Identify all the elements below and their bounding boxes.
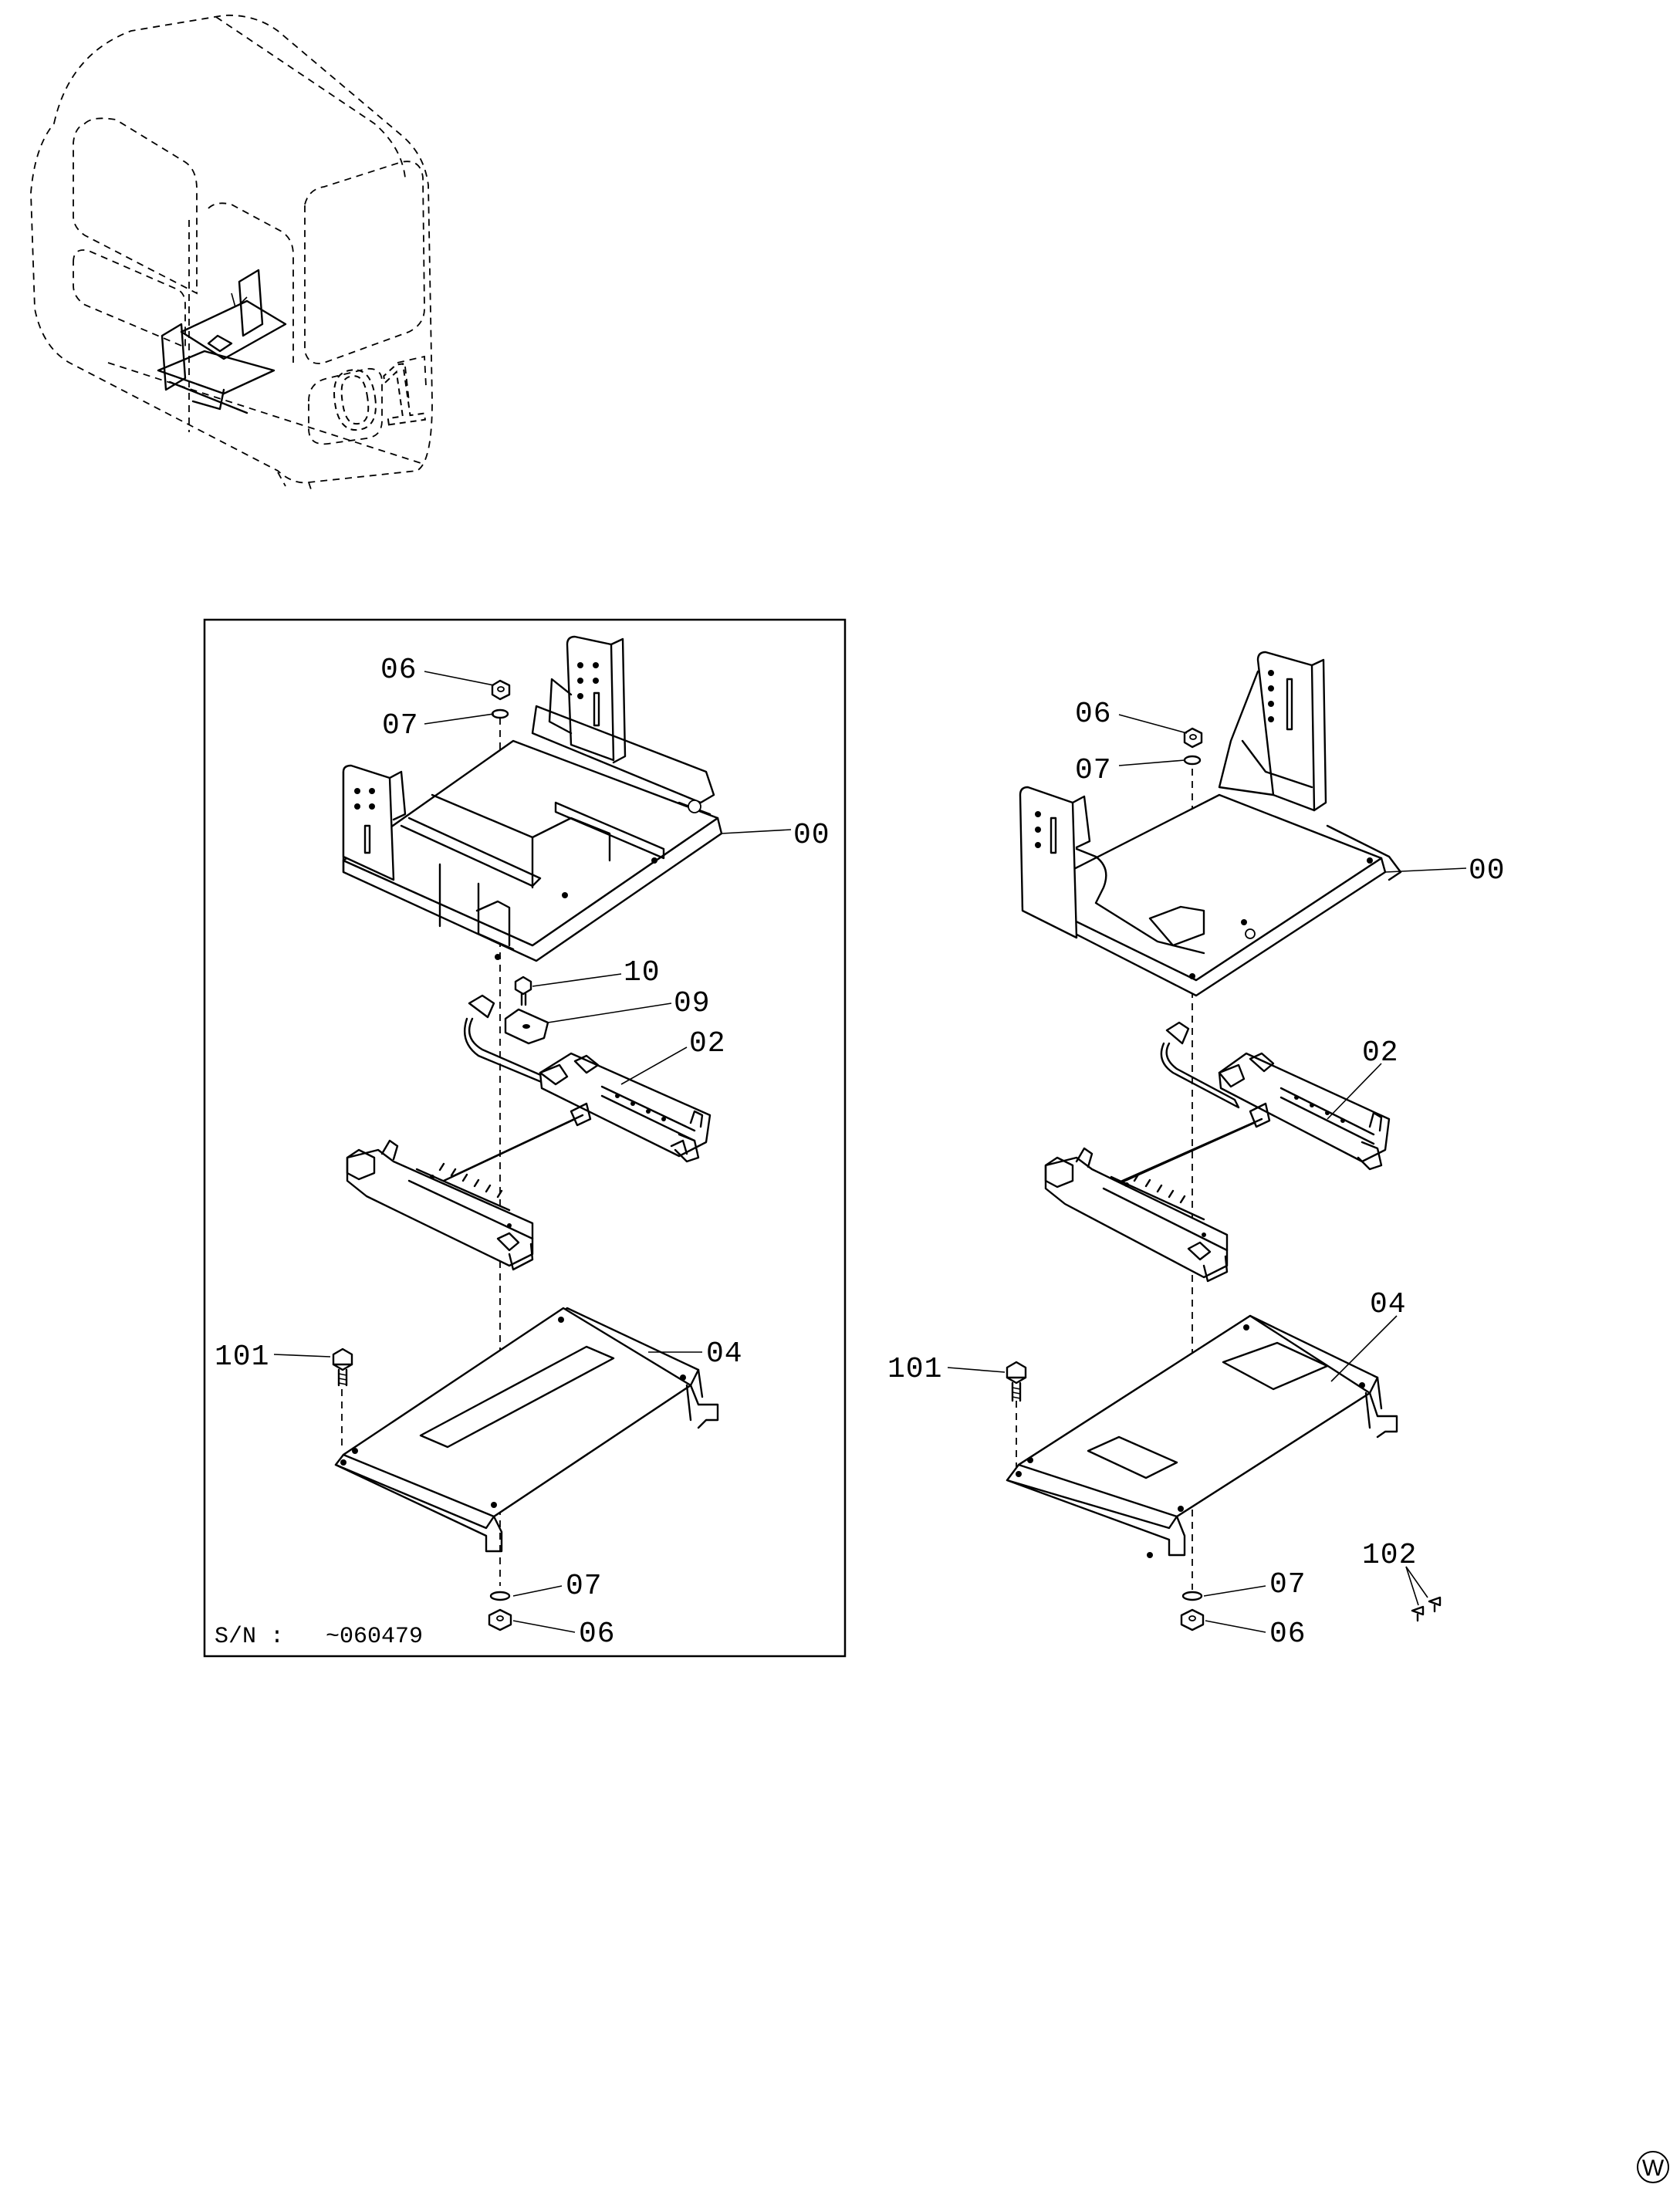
serial-range: ~060479 (326, 1624, 423, 1650)
callout-frame: 00 (1469, 854, 1506, 888)
washer-bottom-icon (489, 1591, 511, 1601)
base-plate-drawing (1006, 1314, 1398, 1558)
left-panel-frame (203, 618, 847, 1658)
callout-nut-bottom: 06 (579, 1618, 616, 1651)
callout-base-bolt: 101 (887, 1353, 942, 1386)
nut-bottom-icon (488, 1608, 512, 1631)
base-bolt-icon (1006, 1361, 1027, 1402)
seat-frame-drawing (342, 635, 723, 962)
washer-icon (1183, 755, 1202, 766)
callout-washer-bottom: 07 (566, 1570, 603, 1603)
callout-washer-top: 07 (382, 709, 419, 742)
left-panel-assembly (332, 635, 723, 1631)
left-callouts: 06 07 00 10 09 02 101 04 07 06 S/N : ~06… (215, 654, 830, 1651)
right-leader-lines (947, 714, 1467, 1633)
callout-nut-bottom: 06 (1269, 1618, 1306, 1651)
seat-frame-drawing (1019, 651, 1402, 997)
screw-icon (1411, 1596, 1442, 1622)
cab-number-label: 01 (325, 343, 431, 451)
callout-rails: 02 (1362, 1036, 1399, 1070)
bolt-icon (514, 975, 532, 1006)
callout-nut-top: 06 (380, 654, 417, 687)
callout-nut-top: 06 (1075, 698, 1112, 731)
serial-prefix: S/N : (215, 1624, 284, 1650)
callout-frame: 00 (793, 819, 830, 852)
nut-icon (491, 679, 511, 701)
callout-bracket: 09 (674, 987, 711, 1020)
callout-washer-top: 07 (1075, 754, 1112, 787)
washer-bottom-icon (1181, 1591, 1203, 1601)
slide-rail-upper-drawing (1160, 1021, 1391, 1171)
callout-rails: 02 (689, 1027, 726, 1060)
slide-rail-lower-drawing (346, 1139, 534, 1271)
slide-rail-upper-drawing (463, 994, 712, 1163)
nut-icon (1183, 727, 1203, 749)
corner-mark-letter: W (1642, 2155, 1665, 2181)
right-panel-assembly (1006, 651, 1442, 1631)
nut-bottom-icon (1180, 1608, 1205, 1631)
callout-screw: 102 (1362, 1539, 1417, 1572)
callout-base-plate: 04 (706, 1337, 743, 1371)
callout-base-bolt: 101 (215, 1341, 269, 1374)
right-callouts: 06 07 00 02 04 101 102 07 06 (887, 698, 1506, 1651)
base-plate-drawing (334, 1307, 719, 1553)
left-leader-lines (273, 671, 792, 1633)
slide-rail-lower-drawing (1044, 1147, 1229, 1283)
callout-washer-bottom: 07 (1269, 1568, 1306, 1601)
cab-overview-drawing: 01 (30, 14, 433, 495)
callout-base-plate: 04 (1370, 1288, 1407, 1321)
base-bolt-icon (332, 1347, 353, 1387)
bracket-drawing (504, 1008, 549, 1045)
corner-mark: W (1637, 2151, 1669, 2183)
washer-icon (491, 708, 509, 719)
callout-bolt-small: 10 (624, 956, 661, 989)
